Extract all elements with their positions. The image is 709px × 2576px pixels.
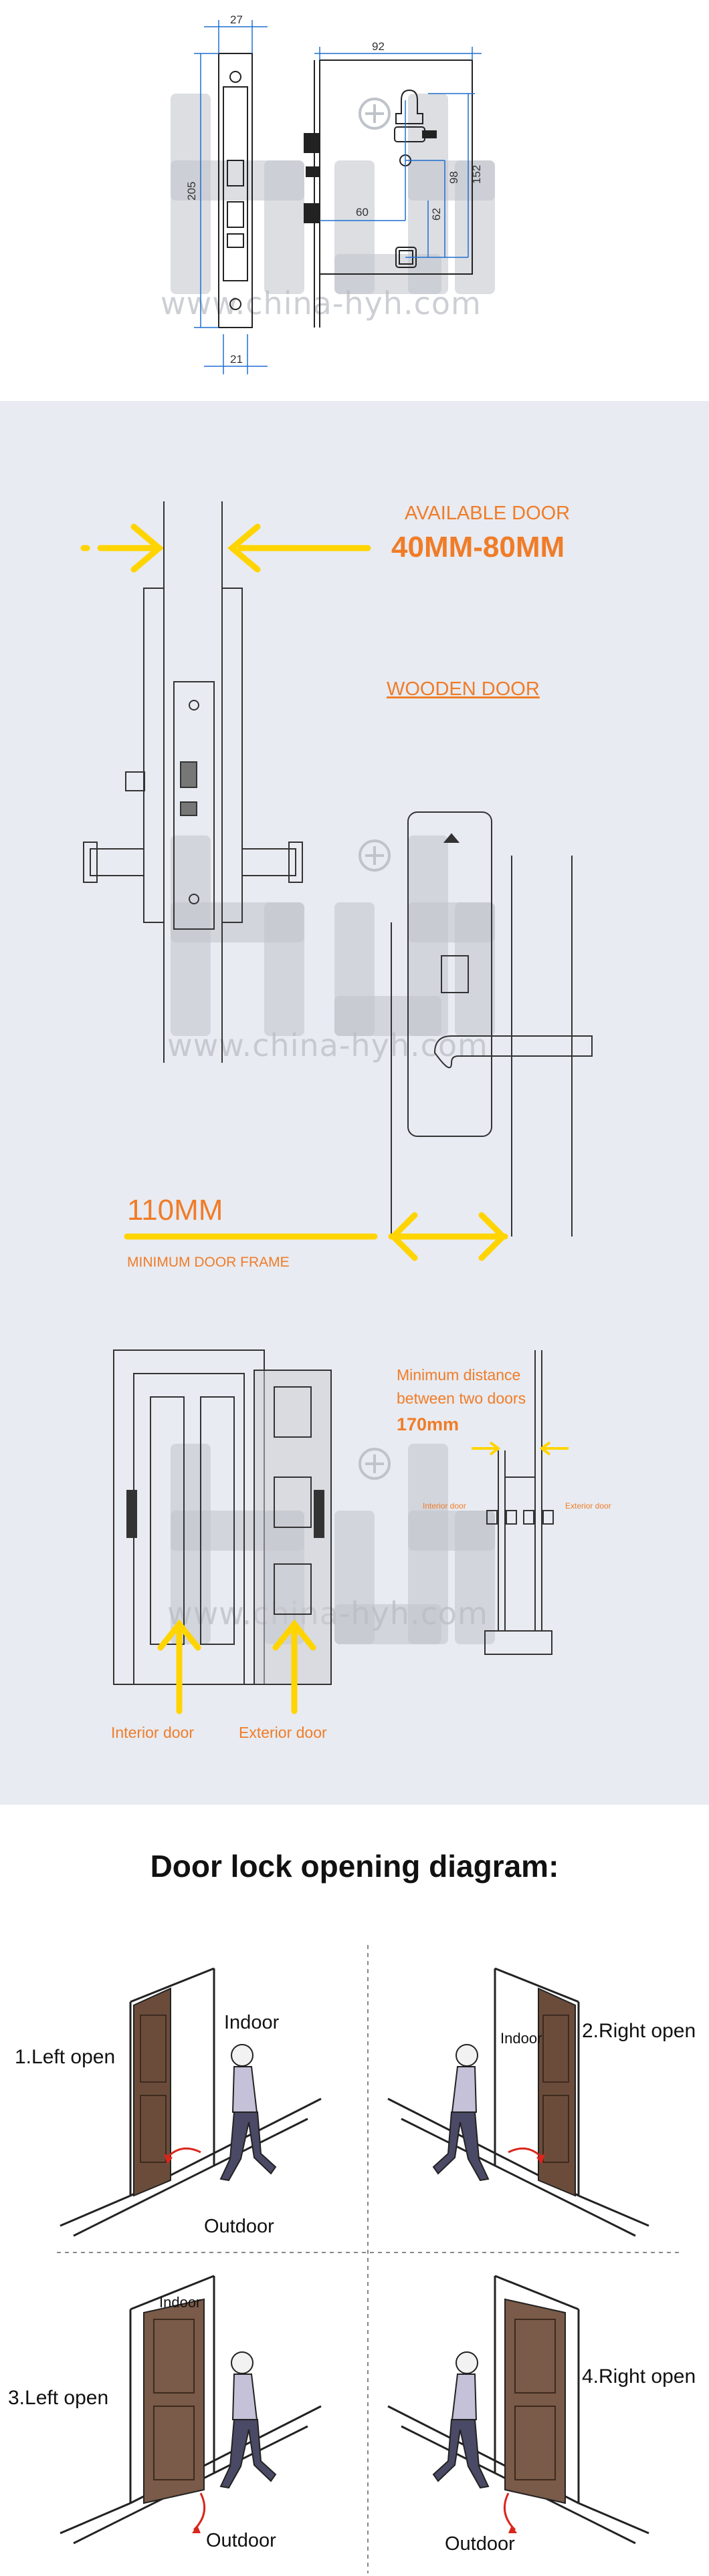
lock-body-drawing: www.china-hyh.com <box>161 13 495 374</box>
dim-height: 205 <box>185 182 198 201</box>
q3-indoor: Indoor <box>159 2294 201 2311</box>
person-icon <box>432 2044 490 2182</box>
available-door-range: 40MM-80MM <box>391 531 565 563</box>
person-icon <box>219 2351 277 2489</box>
dim-hole-a: 98 <box>447 171 460 184</box>
door-fit-section: AVAILABLE DOOR 40MM-80MM WOODEN DOOR www… <box>0 401 709 1805</box>
q2-indoor: Indoor <box>500 2030 542 2047</box>
wooden-door-label: WOODEN DOOR <box>387 678 540 700</box>
interior-door-small-label: Interior door <box>423 1501 466 1511</box>
quadrant-right-open-2 <box>387 1967 649 2237</box>
dim-center-b: 62 <box>430 208 443 221</box>
q3-outdoor: Outdoor <box>206 2530 276 2551</box>
min-distance-line2: between two doors <box>397 1390 526 1407</box>
lock-case-dimensions <box>314 47 482 258</box>
q2-label: 2.Right open <box>582 2020 696 2042</box>
faceplate <box>218 53 253 328</box>
quadrant-left-open-1 <box>60 1967 322 2237</box>
available-door-label: AVAILABLE DOOR <box>405 503 570 524</box>
min-distance-value: 170mm <box>397 1414 459 1434</box>
quadrant-left-open-3 <box>60 2275 322 2545</box>
hyh-watermark-logo <box>171 835 495 1036</box>
exterior-door-label: Exterior door <box>239 1724 327 1741</box>
frame-width-arrows <box>124 1212 508 1261</box>
frame-value: 110MM <box>127 1194 223 1227</box>
q3-label: 3.Left open <box>8 2387 108 2409</box>
interior-door-label: Interior door <box>111 1724 194 1741</box>
dim-bottom-width: 21 <box>230 353 243 366</box>
q4-label: 4.Right open <box>582 2365 696 2388</box>
watermark-url: www.china-hyh.com <box>161 285 482 321</box>
person-icon <box>219 2044 277 2182</box>
watermark-url: www.china-hyh.com <box>167 1027 488 1063</box>
dim-top-width: 27 <box>230 13 243 26</box>
door-indicator-arrows <box>157 1619 316 1714</box>
door-thickness-arrows <box>80 523 371 573</box>
front-view-panel <box>391 811 593 1237</box>
min-distance-line1: Minimum distance <box>397 1366 520 1384</box>
quadrant-right-open-4 <box>387 2275 649 2545</box>
faceplate-dimensions <box>194 20 268 374</box>
lock-case <box>304 59 473 328</box>
person-icon <box>432 2351 490 2489</box>
frame-label: MINIMUM DOOR FRAME <box>127 1255 290 1270</box>
dim-hole-b: 152 <box>470 165 483 184</box>
side-view-lock <box>83 501 303 1063</box>
dim-body-width: 92 <box>372 40 385 53</box>
q1-label: 1.Left open <box>15 2046 115 2068</box>
distance-arrows <box>472 1441 569 1456</box>
exterior-door-small-label: Exterior door <box>565 1501 611 1511</box>
q1-indoor: Indoor <box>224 2012 280 2033</box>
dim-center-a: 60 <box>356 206 369 219</box>
q4-outdoor: Outdoor <box>445 2533 515 2555</box>
double-door-elevation <box>113 1349 332 1685</box>
opening-diagram-title: Door lock opening diagram: <box>150 1849 559 1884</box>
two-door-side-view <box>484 1350 554 1655</box>
door-fit-drawing: AVAILABLE DOOR 40MM-80MM WOODEN DOOR www… <box>80 501 611 1741</box>
lock-body-dimension-section: www.china-hyh.com <box>0 0 709 401</box>
quadrant-dividers <box>57 1945 679 2573</box>
q1-outdoor: Outdoor <box>204 2216 274 2237</box>
